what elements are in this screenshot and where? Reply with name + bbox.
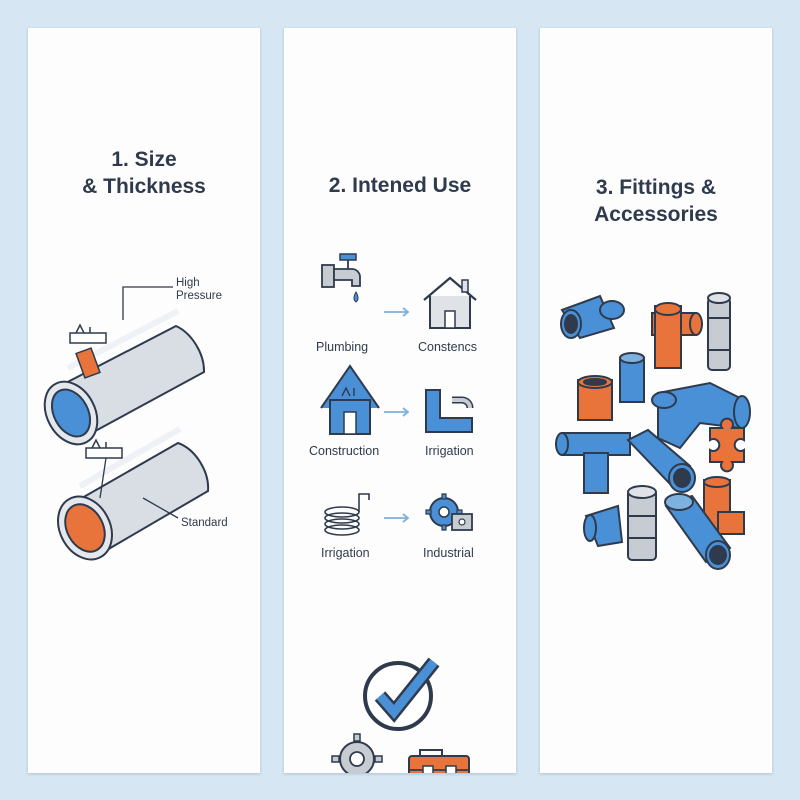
orange-tee-fitting [651, 302, 703, 369]
panel-intended-use: 2. Intened Use [284, 28, 516, 773]
orange-coupling-fitting [577, 375, 613, 421]
gear-icon [331, 733, 383, 773]
arrow-icon [384, 513, 410, 523]
use-icons [320, 253, 477, 773]
toolbox-icon [408, 749, 470, 773]
pipes-illustration [43, 286, 210, 561]
blue-elbow-fitting [560, 294, 625, 340]
industrial-gear-icon [425, 493, 473, 531]
arrow-icon [384, 307, 410, 317]
row2-right-label: Irrigation [425, 444, 474, 458]
title-line-1: 3. Fittings & [595, 176, 717, 199]
blue-pipe-fitting [664, 493, 732, 570]
checkmark-icon [363, 657, 440, 731]
standard-label: Standard [181, 517, 228, 529]
gray-coupling-fitting [707, 292, 731, 371]
title-line-2: Accessories [594, 203, 718, 226]
row3-right-label: Industrial [423, 546, 474, 560]
coil-hose-icon [324, 493, 370, 536]
high-pressure-pipe [43, 308, 206, 446]
row2-left-label: Construction [309, 444, 380, 458]
house-icon [423, 276, 477, 329]
panel-title: 3. Fittings & Accessories [540, 174, 772, 228]
blue-elbow-fitting [583, 504, 624, 548]
panel-title: 2. Intened Use [328, 174, 472, 197]
gray-coupling-fitting [627, 485, 657, 561]
pipe-elbow-icon [425, 389, 474, 433]
panel-fittings-accessories: 3. Fittings & Accessories [540, 28, 772, 773]
panel-title: 1. Size & Thickness [28, 146, 260, 200]
row3-left-label: Irrigation [321, 546, 370, 560]
blue-elbow-fitting [626, 428, 696, 493]
title-line-2: & Thickness [82, 175, 206, 198]
blue-tee-fitting [555, 432, 631, 494]
row1-left-label: Plumbing [316, 340, 369, 354]
standard-pipe [57, 426, 210, 561]
high-pressure-label: High Pressure [176, 277, 223, 302]
panel-size-thickness: 1. Size & Thickness [28, 28, 260, 773]
construction-house-icon [320, 364, 380, 435]
title-line-1: 1. Size [111, 148, 177, 171]
row1-right-label: Constencs [418, 340, 478, 354]
faucet-icon [321, 253, 361, 303]
puzzle-icon [709, 417, 745, 473]
fittings-illustration [555, 292, 751, 570]
arrow-icon [384, 407, 410, 417]
blue-pipe-fitting [619, 352, 645, 403]
blue-wye-fitting [651, 381, 751, 450]
